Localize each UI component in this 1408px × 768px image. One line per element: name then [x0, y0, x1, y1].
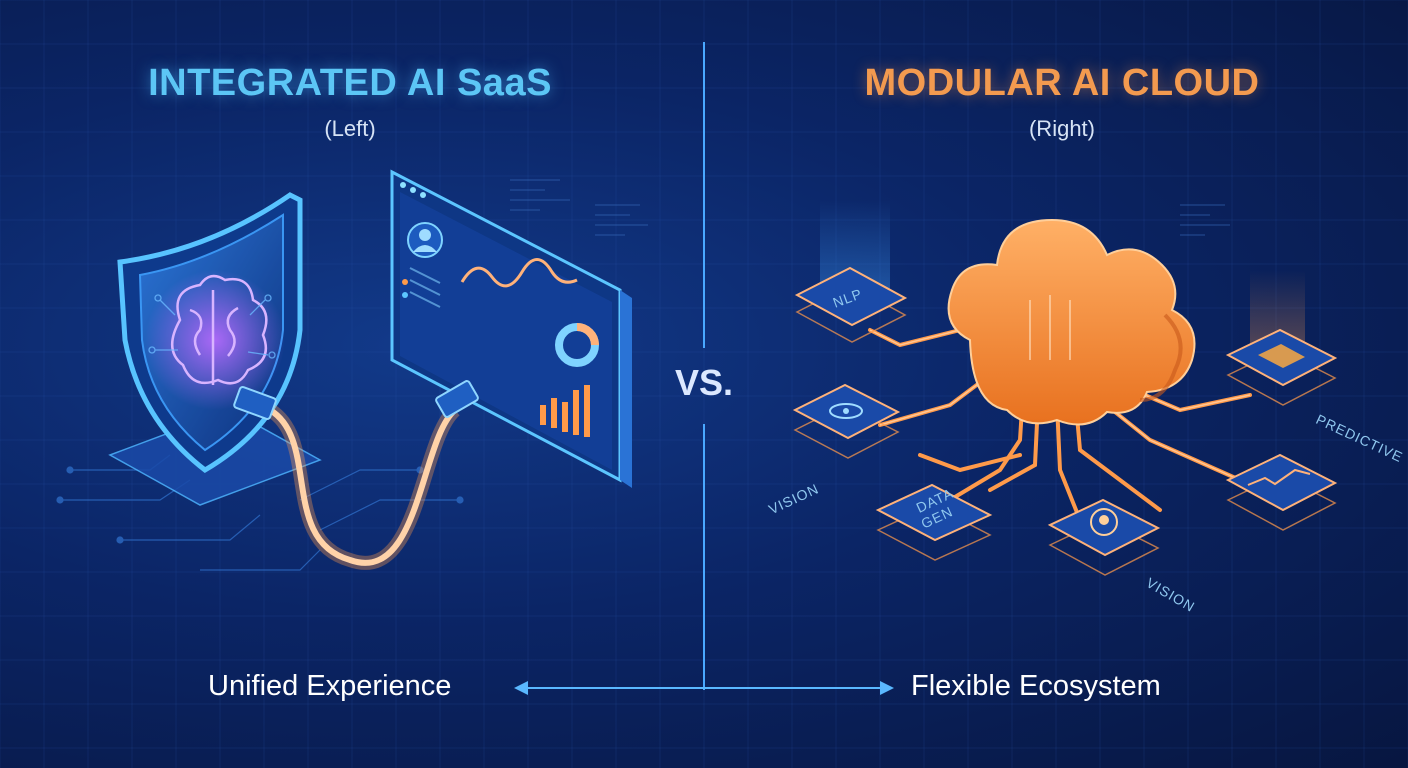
vs-label: VS.: [664, 362, 744, 404]
module-vision-eye: VISION: [766, 385, 898, 517]
module-label-vision-bottom: VISION: [1144, 574, 1198, 615]
module-label-vision-left: VISION: [766, 480, 821, 517]
dashboard-panel-icon: [392, 172, 632, 488]
module-analytics: [1228, 455, 1335, 530]
module-data-gen: DATA GEN: [878, 485, 990, 560]
shield-brain-icon: [120, 195, 300, 470]
flexible-ecosystem-label: Flexible Ecosystem: [911, 670, 1161, 703]
cloud-icon: [949, 220, 1195, 425]
unified-experience-label: Unified Experience: [208, 670, 451, 703]
module-predictive: PREDICTIVE: [1228, 330, 1406, 465]
module-label-predictive: PREDICTIVE: [1314, 411, 1406, 465]
user-avatar-icon: [408, 223, 442, 257]
module-vision-brain: VISION: [1050, 500, 1198, 615]
